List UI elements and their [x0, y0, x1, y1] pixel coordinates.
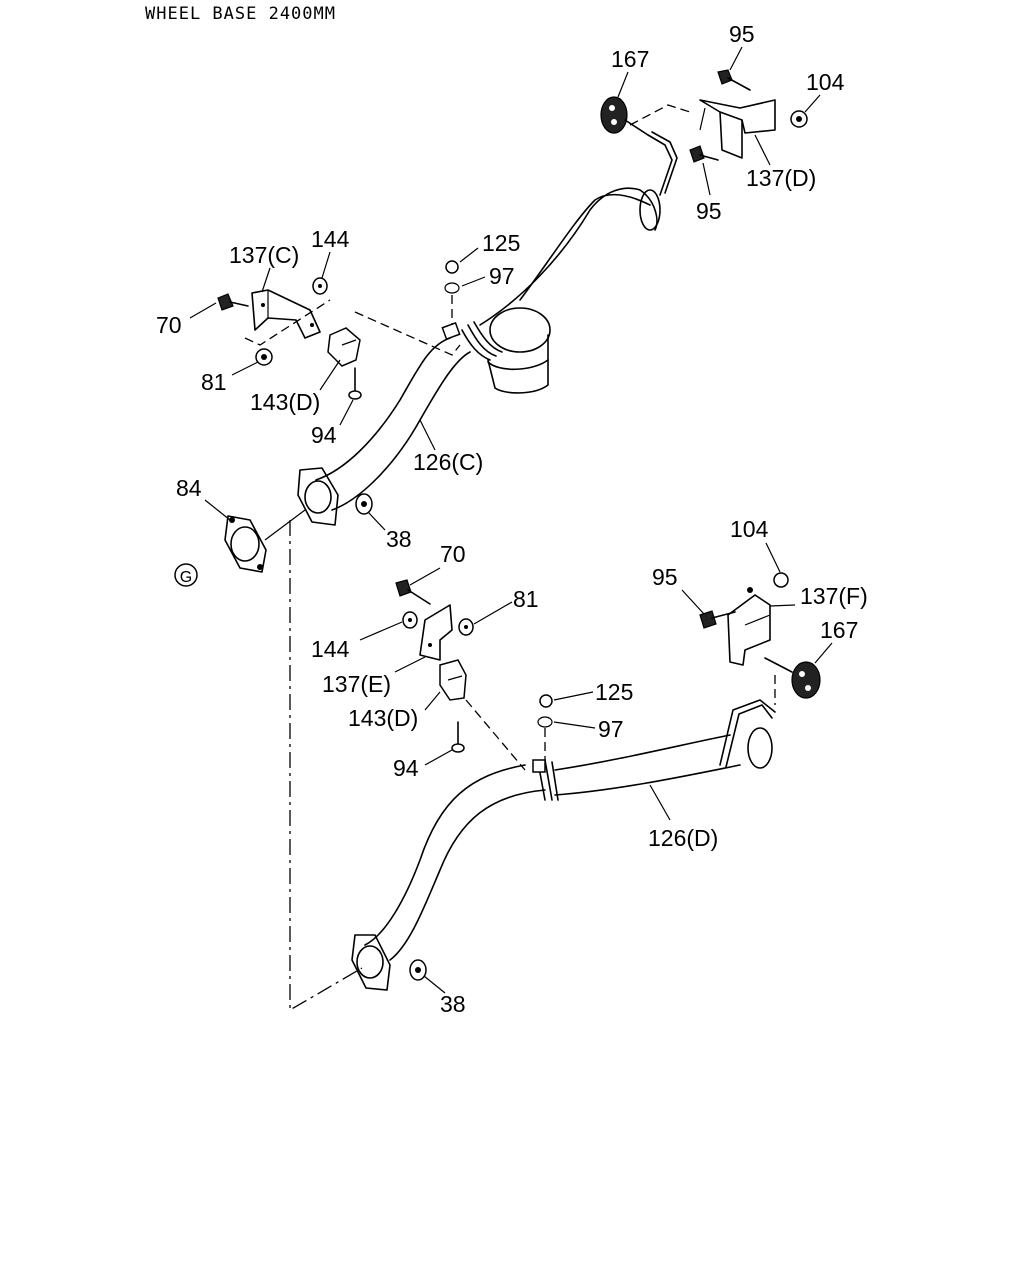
callout-97-upper: 97	[489, 263, 515, 289]
pipe-joint-band	[441, 321, 503, 361]
marker-g-icon	[174, 563, 198, 587]
callout-81-lower: 81	[513, 586, 539, 612]
callout-104-lower: 104	[730, 516, 769, 542]
nut-125-lower	[539, 694, 553, 708]
bolt-70-lower	[395, 579, 431, 605]
flange-lower	[351, 934, 391, 991]
bracket-137f	[727, 587, 771, 666]
callout-144-lower: 144	[311, 636, 350, 662]
rubber-hanger-167-lower	[764, 657, 821, 699]
callout-94-upper: 94	[311, 422, 337, 448]
nut-81-lower	[458, 618, 474, 636]
callout-70-lower: 70	[440, 541, 466, 567]
callout-144-upper: 144	[311, 226, 350, 252]
page-title: WHEEL BASE 2400MM	[145, 4, 336, 24]
nut-104-upper	[790, 110, 808, 128]
nut-144-lower	[402, 611, 418, 629]
muffler-outlet	[487, 307, 551, 394]
callout-38-upper: 38	[386, 526, 412, 552]
callout-81-upper: 81	[201, 369, 227, 395]
callout-70-upper: 70	[156, 312, 182, 338]
rubber-block-143d-upper	[327, 327, 361, 367]
rubber-hanger-167-upper	[600, 96, 678, 196]
nut-38-lower	[409, 959, 427, 981]
washer-97-upper	[444, 282, 460, 294]
callout-95-upper-b: 95	[696, 198, 722, 224]
bolt-94-upper	[348, 367, 362, 400]
callout-137f: 137(F)	[800, 583, 868, 609]
callout-97-lower: 97	[598, 716, 624, 742]
flange-upper	[297, 467, 339, 526]
hanger-rod-lower	[719, 699, 776, 768]
gasket-84	[224, 515, 267, 573]
bolt-94-lower	[451, 721, 465, 753]
nut-104-lower	[773, 572, 789, 588]
callout-137e: 137(E)	[322, 671, 391, 697]
callout-167-upper: 167	[611, 46, 649, 72]
callout-126c: 126(C)	[413, 449, 483, 475]
washer-97-lower	[537, 716, 553, 728]
exhaust-pipe-126d	[364, 727, 773, 961]
callout-104-upper: 104	[806, 69, 845, 95]
bolt-95-lower	[699, 610, 736, 629]
callout-84: 84	[176, 475, 202, 501]
nut-144-upper	[312, 277, 328, 295]
callout-143d-upper: 143(D)	[250, 389, 320, 415]
rubber-block-143d-lower	[439, 659, 467, 701]
bracket-137e	[419, 604, 453, 661]
callout-95-lower: 95	[652, 564, 678, 590]
callout-126d: 126(D)	[648, 825, 718, 851]
callout-125-upper: 125	[482, 230, 520, 256]
nut-81-upper	[255, 348, 273, 366]
bolt-95-upper-b	[689, 145, 719, 163]
bolt-70-upper	[217, 293, 249, 311]
bracket-137c	[251, 289, 321, 339]
callout-137d: 137(D)	[746, 165, 816, 191]
callout-137c: 137(C)	[229, 242, 299, 268]
callout-167-lower: 167	[820, 617, 858, 643]
nut-125-upper	[445, 260, 459, 274]
callout-94-lower: 94	[393, 755, 419, 781]
marker-g-label: G	[180, 569, 192, 586]
callout-95-upper-a: 95	[729, 21, 755, 47]
bracket-137d	[699, 99, 776, 159]
callout-38-lower: 38	[440, 991, 466, 1017]
pipe-joint-band-lower	[532, 759, 559, 801]
callout-143d-lower: 143(D)	[348, 705, 418, 731]
bolt-95-upper-a	[717, 69, 751, 91]
connection-line	[289, 520, 363, 1012]
leader-lines	[189, 46, 833, 994]
nut-38-upper	[355, 493, 373, 515]
callout-125-lower: 125	[595, 679, 633, 705]
